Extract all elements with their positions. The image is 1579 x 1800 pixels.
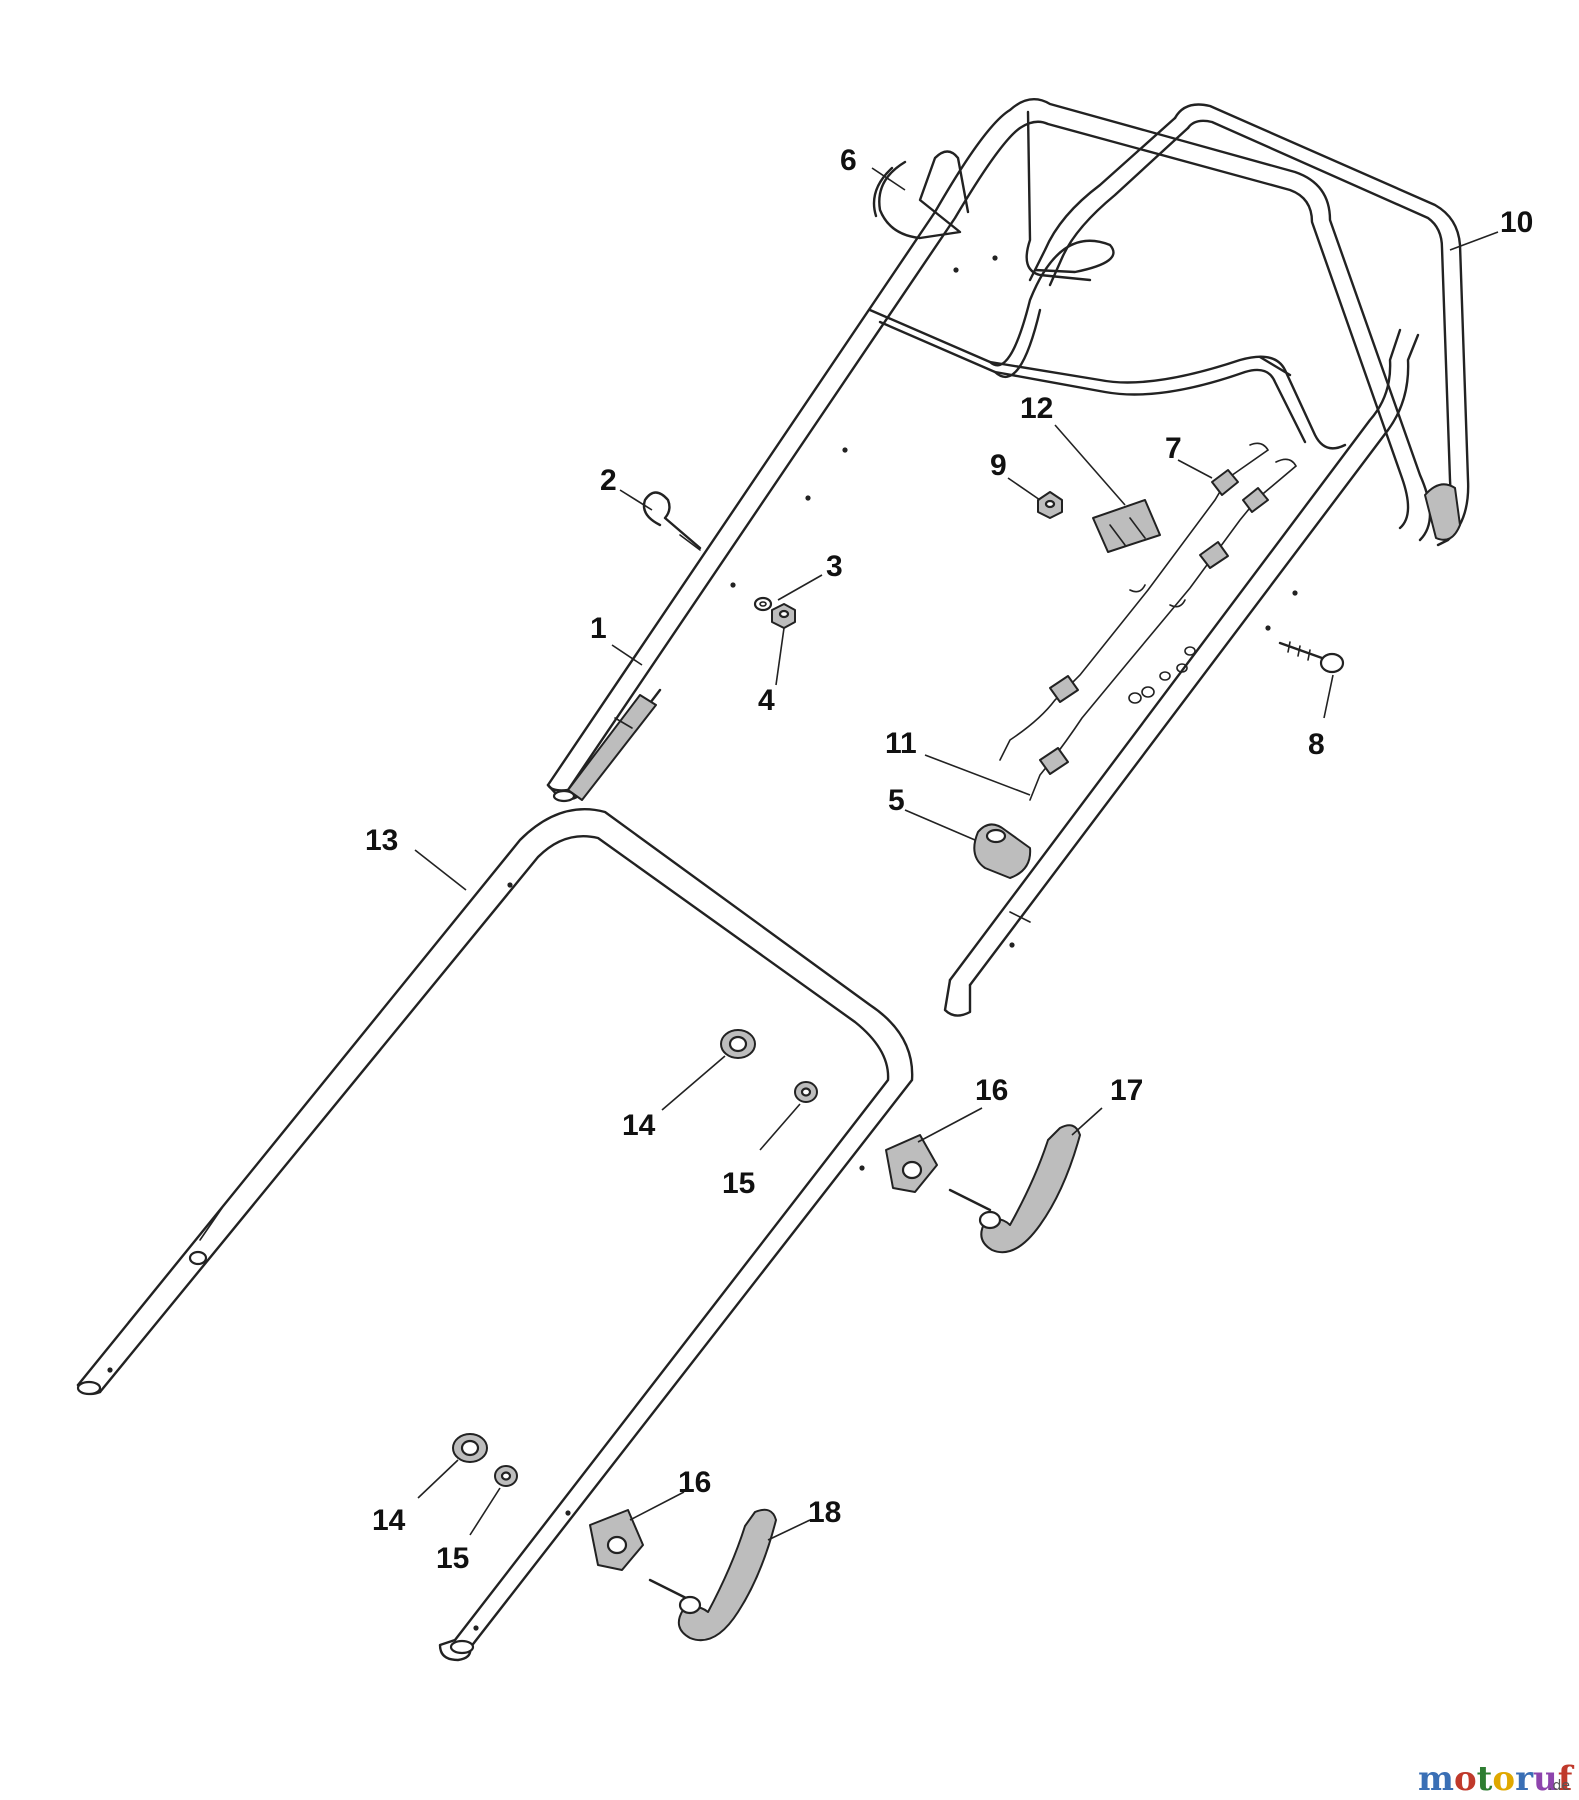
part-9-nut [1037, 491, 1063, 519]
part-4-nut [771, 603, 796, 629]
part-2-hook [642, 491, 702, 551]
part-5-clip [973, 823, 1032, 879]
wm-letter-0: m [1418, 1759, 1454, 1799]
svg-text:motoruf: motoruf [1418, 1759, 1575, 1799]
callout-11: 11 [885, 727, 917, 760]
callout-6: 6 [840, 144, 857, 177]
callout-15-upper: 15 [722, 1167, 755, 1200]
callout-14-lower: 14 [372, 1504, 406, 1537]
watermark-logo: motoruf .de [1418, 1759, 1575, 1799]
handle-holes [730, 255, 1298, 948]
callout-16-upper: 16 [975, 1074, 1008, 1107]
part-15-upper [794, 1081, 818, 1103]
part-13-lower-handle [76, 808, 914, 1662]
wm-letter-1: o [1454, 1759, 1477, 1799]
callout-18: 18 [808, 1496, 841, 1529]
part-14-lower [452, 1433, 488, 1463]
callout-8: 8 [1308, 728, 1325, 761]
wm-suffix: .de [1548, 1778, 1570, 1794]
wm-letter-6: f [1558, 1759, 1575, 1799]
callout-4: 4 [758, 684, 775, 717]
wm-letter-5: u [1533, 1759, 1558, 1799]
callout-labels: 6 10 12 7 9 2 3 1 4 8 11 5 13 16 17 14 1… [365, 144, 1533, 1575]
wm-letter-4: r [1515, 1759, 1534, 1799]
part-1-tube [546, 688, 662, 803]
callout-2: 2 [600, 464, 617, 497]
part-12-clip [1092, 499, 1161, 553]
callout-12: 12 [1020, 392, 1053, 425]
part-14-upper [720, 1029, 756, 1059]
part-16-upper [885, 1134, 938, 1193]
callout-3: 3 [826, 550, 843, 583]
part-3-washer [753, 596, 773, 612]
operator-bail [1028, 103, 1470, 547]
part-15-lower [494, 1465, 518, 1487]
callout-16-lower: 16 [678, 1466, 711, 1499]
callout-13: 13 [365, 824, 398, 857]
callout-1: 1 [590, 612, 607, 645]
part-8-bolt [1278, 641, 1345, 674]
upper-handle-frame [546, 98, 1432, 1017]
wm-letter-3: o [1492, 1759, 1515, 1799]
callout-17: 17 [1110, 1074, 1143, 1107]
part-16-lower [589, 1509, 644, 1571]
control-bar [868, 239, 1347, 450]
callout-14-upper: 14 [622, 1109, 656, 1142]
part-18-lever [648, 1508, 777, 1642]
part-6-bracket [872, 150, 970, 240]
callout-5: 5 [888, 784, 905, 817]
wm-letter-2: t [1477, 1759, 1493, 1799]
callout-9: 9 [990, 449, 1007, 482]
callout-15-lower: 15 [436, 1542, 469, 1575]
callout-10: 10 [1500, 206, 1533, 239]
leader-lines [414, 167, 1499, 1541]
callout-7: 7 [1165, 432, 1182, 465]
part-17-lever [948, 1124, 1081, 1254]
part-7-cables [999, 442, 1298, 801]
